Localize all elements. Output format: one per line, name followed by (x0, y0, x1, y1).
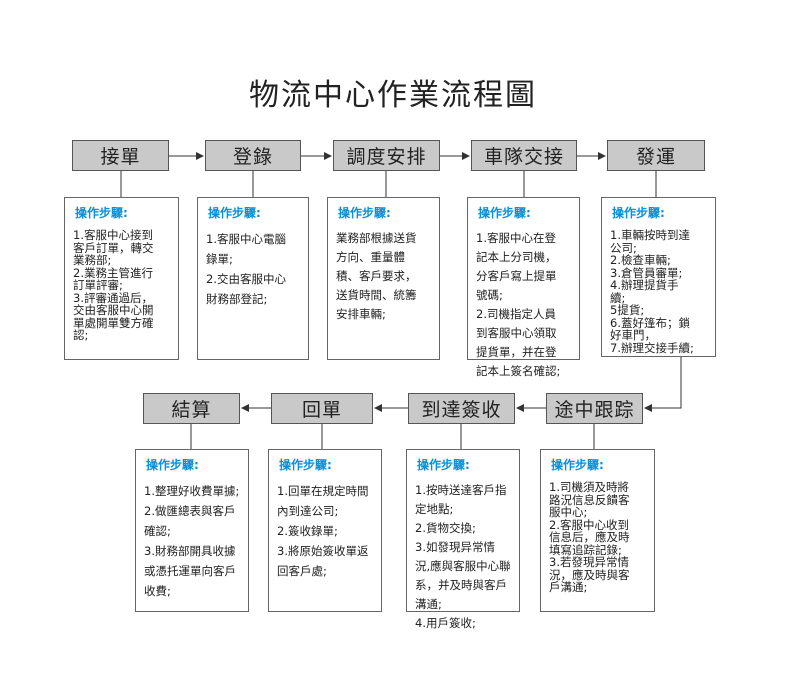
step-label: 操作步驟: (417, 458, 470, 472)
step-header: 車隊交接 (471, 140, 577, 171)
step-line: 1.客服中心接到 (73, 228, 153, 242)
step-line: 服中心; (549, 505, 588, 519)
step-line: 財務部登記; (206, 292, 268, 306)
step-line: 2.交由客服中心 (206, 272, 286, 286)
step-header: 接單 (72, 140, 169, 171)
step-line: 信息后，應及時 (549, 530, 630, 544)
step-line: 分客戶寫上提單 (476, 269, 557, 283)
step-line: 6.蓋好篷布；鎖 (610, 315, 690, 330)
step-line: 積、客戶要求， (336, 269, 417, 283)
step-line: 續; (610, 290, 626, 305)
step-line: 路況信息反饋客 (549, 492, 630, 507)
step-detail-box: 操作步驟: 1.客服中心電腦錄單; 2.交由客服中心財務部登記; (197, 197, 309, 360)
step-line: 1.按時送達客戶指 (415, 483, 507, 497)
step-line: 送貨時間、統籌 (336, 288, 417, 302)
step-line: 1.客服中心電腦 (206, 232, 286, 246)
step-detail-box: 操作步驟: 業務部根據送貨方向、重量體積、客戶要求， 送貨時間、統籌安排車輛; (327, 197, 440, 360)
step-line: 業務部; (73, 253, 112, 267)
step-header: 到達簽收 (408, 393, 515, 424)
step-line: 交由客服中心開 (73, 303, 154, 317)
step-label: 操作步驟: (551, 458, 604, 472)
step-line: 3.若發現异常情 (549, 555, 629, 569)
step-label: 操作步驟: (612, 206, 665, 220)
step-line: 認; (73, 328, 89, 342)
step-line: 記本上分司機， (476, 250, 557, 264)
step-label: 操作步驟: (75, 206, 128, 220)
step-line: 況,應與客服中心聯 (415, 559, 511, 573)
step-line: 業務部根據送貨 (336, 231, 417, 245)
step-line: 或憑托運單向客戶 (144, 564, 236, 578)
step-line: 況，應及時與客 (549, 567, 630, 582)
step-line: 錄單; (206, 252, 233, 266)
step-line: 訂單評審; (73, 278, 123, 292)
step-label: 操作步驟: (478, 206, 531, 220)
step-line: 3.如發現异常情 (415, 540, 495, 554)
step-line: 安排車輛; (336, 307, 386, 321)
step-detail-box: 操作步驟: 1.客服中心接到客戶訂單，轉交業務部;2.業務主管進行訂單評審;3.評… (64, 197, 179, 360)
step-line: 2.業務主管進行 (73, 265, 153, 280)
step-line: 回客戶處; (277, 564, 327, 578)
step-line: 確認; (144, 524, 171, 538)
step-line: 3.將原始簽收單返 (277, 544, 369, 558)
step-detail-box: 操作步驟: 1.回單在規定時間內到達公司; 2.簽收錄單; 3.將原始簽收單返回客戶處… (268, 449, 382, 612)
step-line: 戶溝通; (549, 580, 588, 594)
step-detail-box: 操作步驟: 1.整理好收費單據; 2.做匯總表與客戶確認; 3.財務部開具收據或憑托運… (135, 449, 249, 612)
step-header: 回單 (271, 393, 373, 424)
step-line: 單處開單雙方確 (73, 315, 154, 330)
step-line: 2.貨物交換; (415, 521, 476, 535)
step-line: 公司; (610, 240, 637, 255)
step-line: 1.車輛按時到達 (610, 228, 690, 242)
step-line: 3.評審通過后， (73, 290, 153, 305)
step-detail-box: 操作步驟: 1.司機須及時將路況信息反饋客服中心;2.客服中心收到信息后，應及時填… (540, 449, 655, 612)
step-line: 4.用戶簽收; (415, 616, 476, 630)
step-line: 1.司機須及時將 (549, 480, 629, 494)
step-line: 5提貨; (610, 303, 645, 317)
step-line: 記本上簽名確認; (476, 364, 561, 378)
step-line: 1.回單在規定時間 (277, 484, 369, 498)
step-line: 收費; (144, 584, 171, 598)
step-line: 3.財務部開具收據 (144, 544, 236, 558)
step-line: 3.倉管員審單; (610, 265, 683, 280)
step-label: 操作步驟: (338, 206, 391, 220)
step-header: 調度安排 (333, 140, 440, 171)
step-line: 溝通; (415, 597, 442, 611)
step-header: 登錄 (205, 140, 301, 171)
step-label: 操作步驟: (208, 206, 261, 220)
step-line: 2.簽收錄單; (277, 524, 338, 538)
step-line: 4.辦理提貨手 (610, 278, 679, 292)
step-line: 方向、重量體 (336, 250, 405, 264)
step-line: 1.客服中心在登 (476, 231, 556, 245)
step-line: 號碼; (476, 288, 503, 302)
step-label: 操作步驟: (279, 458, 332, 472)
page-title: 物流中心作業流程圖 (249, 78, 537, 113)
step-line: 內到達公司; (277, 504, 339, 518)
step-line: 2.客服中心收到 (549, 517, 629, 532)
step-line: 2.司機指定人員 (476, 307, 556, 321)
step-header: 發運 (607, 140, 705, 171)
arrow (644, 357, 682, 412)
step-line: 提貨單，并在登 (476, 345, 557, 359)
step-line: 客戶訂單，轉交 (73, 240, 154, 255)
step-line: 7.辦理交接手續; (610, 340, 694, 355)
step-detail-box: 操作步驟: 1.按時送達客戶指定地點; 2.貨物交換; 3.如發現异常情況,應與客服中… (406, 449, 520, 630)
step-line: 1.整理好收費單據; (144, 484, 240, 498)
step-header: 途中跟踪 (546, 393, 643, 424)
step-detail-box: 操作步驟: 1.客服中心在登記本上分司機， 分客戶寫上提單號碼; 2.司機指定人員到客… (467, 197, 580, 378)
step-line: 好車門， (610, 328, 656, 342)
step-line: 到客服中心領取 (476, 326, 557, 340)
step-line: 2.檢查車輛; (610, 253, 671, 267)
step-header: 結算 (143, 393, 240, 424)
step-line: 2.做匯總表與客戶 (144, 504, 236, 518)
step-line: 填寫追踪記錄; (549, 542, 622, 557)
step-line: 定地點; (415, 502, 454, 516)
step-label: 操作步驟: (146, 458, 199, 472)
step-line: 系，并及時與客戶 (415, 578, 507, 592)
step-detail-box: 操作步驟: 1.車輛按時到達公司;2.檢查車輛;3.倉管員審單;4.辦理提貨手續;… (601, 197, 716, 357)
